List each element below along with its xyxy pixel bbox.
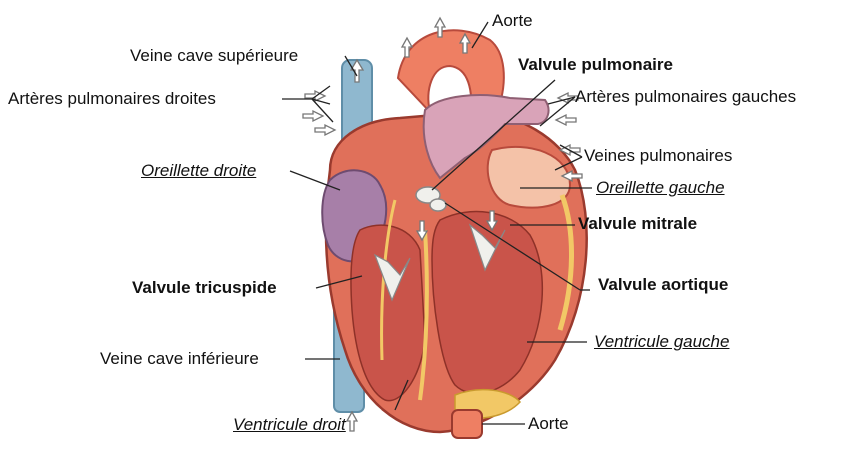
- label-veine-cave-inferieure: Veine cave inférieure: [100, 349, 259, 369]
- label-valvule-tricuspide: Valvule tricuspide: [132, 278, 277, 298]
- label-valvule-pulmonaire: Valvule pulmonaire: [518, 55, 673, 75]
- label-veine-cave-superieure: Veine cave supérieure: [130, 46, 298, 66]
- label-ventricule-gauche: Ventricule gauche: [594, 332, 729, 352]
- descending-aorta: [452, 410, 482, 438]
- flow-arrow: [556, 115, 576, 125]
- flow-arrow: [347, 412, 357, 431]
- label-arteres-pulmonaires-droites: Artères pulmonaires droites: [8, 89, 216, 109]
- label-valvule-mitrale: Valvule mitrale: [578, 214, 697, 234]
- label-valvule-aortique: Valvule aortique: [598, 275, 728, 295]
- label-oreillette-droite: Oreillette droite: [141, 161, 256, 181]
- label-ventricule-droit: Ventricule droit: [233, 415, 346, 435]
- flow-arrow: [315, 125, 335, 135]
- label-arteres-pulmonaires-gauches: Artères pulmonaires gauches: [575, 87, 796, 107]
- label-aorte-top: Aorte: [492, 11, 533, 31]
- aortic-valve: [430, 199, 446, 211]
- label-veines-pulmonaires: Veines pulmonaires: [584, 146, 732, 166]
- label-oreillette-gauche: Oreillette gauche: [596, 178, 725, 198]
- label-aorte-bottom: Aorte: [528, 414, 569, 434]
- flow-arrow: [303, 111, 323, 121]
